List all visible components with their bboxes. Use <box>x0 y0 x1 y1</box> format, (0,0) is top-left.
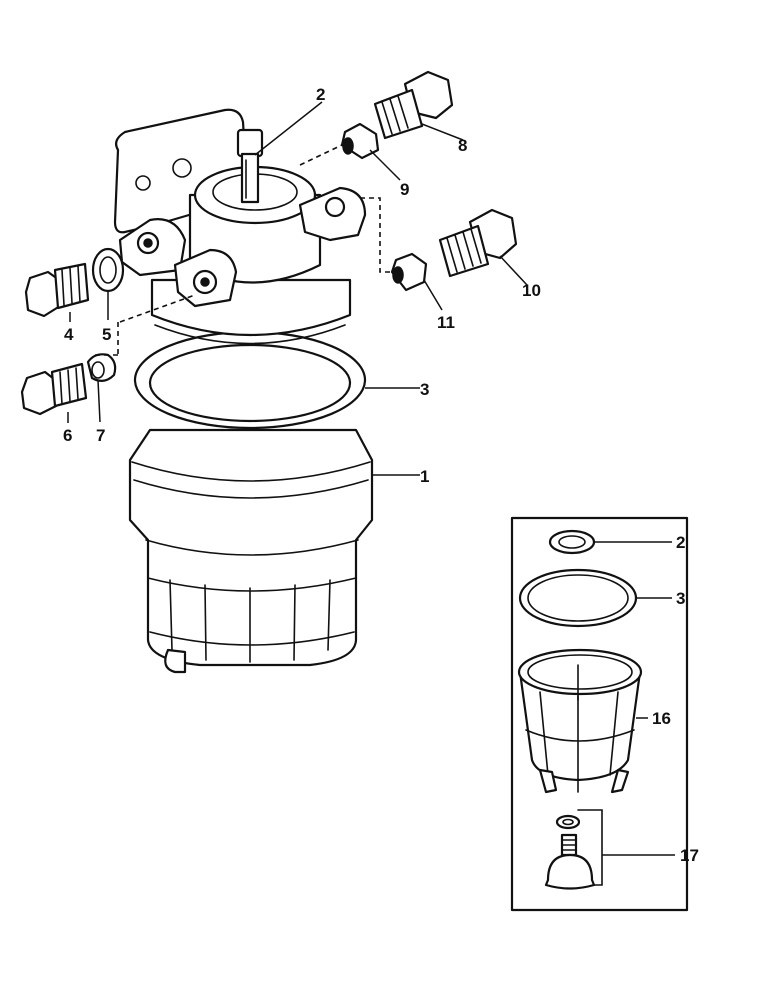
plug-part-4 <box>24 262 90 318</box>
banjo-bolt-part-8 <box>373 70 454 140</box>
leader-lines-main <box>67 101 528 476</box>
inset-panel <box>510 516 689 912</box>
washer-part-5 <box>91 247 125 293</box>
callout-5: 5 <box>102 325 111 344</box>
inset-callout-3: 3 <box>676 589 685 608</box>
leader-lines-inset <box>594 541 675 856</box>
callout-1: 1 <box>420 467 429 486</box>
seal-part-7 <box>86 353 117 382</box>
callout-10: 10 <box>522 281 541 300</box>
callout-2: 2 <box>316 85 325 104</box>
callouts-inset: 2 3 16 17 <box>652 533 699 865</box>
inset-small-ring <box>548 529 596 555</box>
filter-bowl <box>128 428 374 674</box>
nipple-part-11 <box>390 252 428 292</box>
callout-3: 3 <box>420 380 429 399</box>
plug-part-6 <box>20 362 88 416</box>
inset-callout-16: 16 <box>652 709 671 728</box>
callout-8: 8 <box>458 136 467 155</box>
filter-head <box>113 108 367 345</box>
nipple-part-9 <box>340 122 380 160</box>
callout-9: 9 <box>400 180 409 199</box>
inset-strainer-cup <box>517 648 643 794</box>
banjo-bolt-part-10 <box>438 208 518 278</box>
callout-7: 7 <box>96 426 105 445</box>
assembly-dash-lines <box>95 144 392 356</box>
callout-4: 4 <box>64 325 74 344</box>
callouts-main: 2 8 9 10 11 3 1 4 5 6 7 <box>63 85 541 486</box>
inset-drain-plug <box>544 809 603 890</box>
callout-11: 11 <box>437 313 455 332</box>
inset-callout-2: 2 <box>676 533 685 552</box>
inset-large-ring <box>518 568 638 628</box>
callout-6: 6 <box>63 426 72 445</box>
sealing-ring <box>133 330 367 430</box>
inset-callout-17: 17 <box>680 846 699 865</box>
